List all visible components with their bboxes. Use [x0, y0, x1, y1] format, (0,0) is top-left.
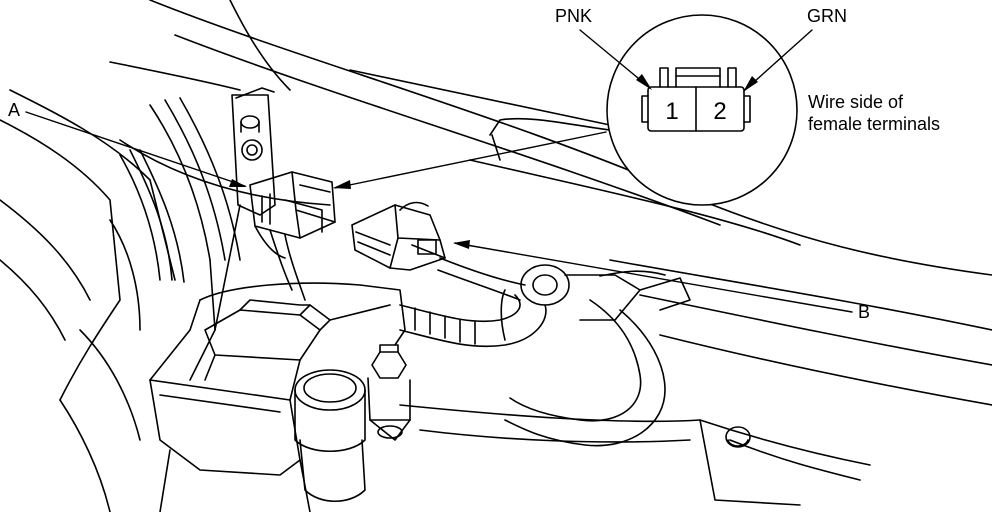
- left-strut-ribs: [0, 89, 241, 513]
- mounting-bracket: [214, 87, 276, 331]
- connector-a: [249, 171, 336, 301]
- wire-color-pnk-label: PNK: [555, 6, 593, 26]
- callout-b-label: B: [858, 302, 871, 322]
- detail-view: [606, 14, 798, 206]
- terminal-bolt: [367, 344, 411, 441]
- detail-caption-line1: Wire side of: [808, 92, 904, 112]
- pin-2-number: 2: [713, 98, 726, 125]
- connector-face: [641, 67, 751, 132]
- pin-1-number: 1: [665, 98, 678, 125]
- lower-housing: [149, 282, 406, 513]
- grommet-plug: [725, 426, 751, 448]
- callout-a-label: A: [8, 100, 21, 120]
- body-panel-lines: [109, 0, 992, 506]
- arrow-heads: [229, 74, 758, 249]
- wire-color-grn-label: GRN: [807, 6, 847, 26]
- detail-caption-line2: female terminals: [808, 114, 941, 134]
- connector-b: [351, 201, 446, 271]
- harness-tube: [399, 257, 691, 447]
- pointer-lines: [25, 29, 853, 313]
- terminal-cap: [294, 369, 366, 502]
- detail-circle: [606, 14, 798, 206]
